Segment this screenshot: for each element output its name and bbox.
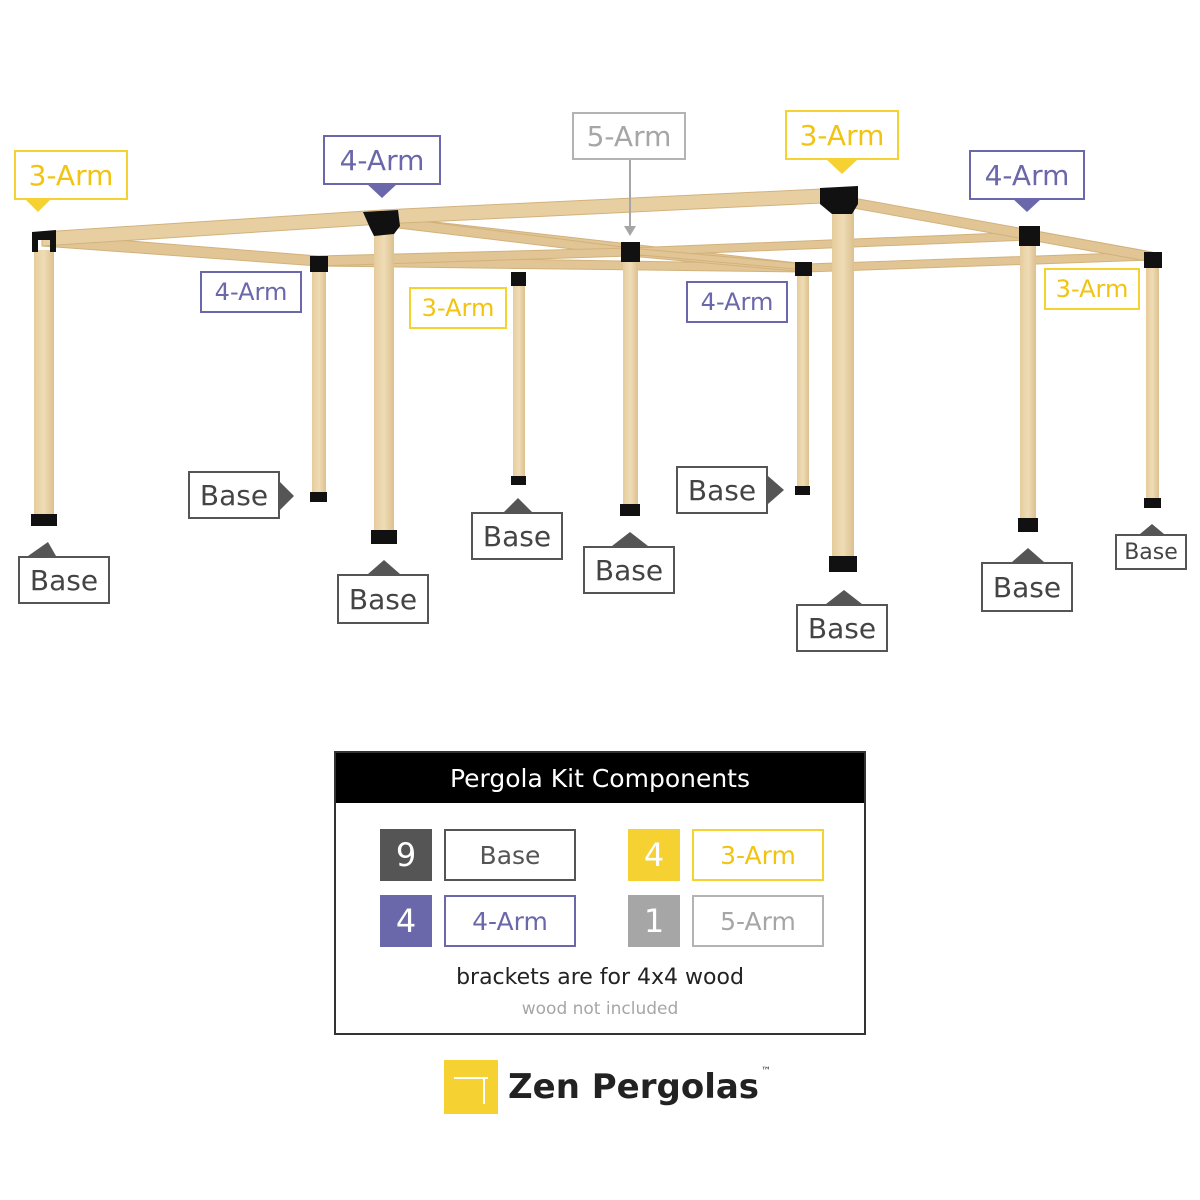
label-4arm-top-right: 4-Arm (969, 150, 1085, 200)
pointer-base-5 (612, 532, 648, 546)
label-pointers (24, 160, 1164, 604)
post-mid-1 (623, 258, 638, 508)
pointer-base-9 (1140, 524, 1164, 534)
panel-title: Pergola Kit Components (336, 753, 864, 803)
label-3arm-back-mid: 3-Arm (409, 287, 507, 329)
bracket-4arm-2 (1019, 226, 1040, 246)
kit-components-panel: Pergola Kit Components 9 Base 4 3-Arm 4 … (334, 751, 866, 1035)
bracket-logo-icon (444, 1060, 498, 1114)
label-base-5: Base (583, 546, 675, 594)
component-4arm: 4-Arm (444, 895, 576, 947)
bracket-5arm (621, 242, 640, 262)
beam-front-right (381, 187, 843, 225)
label-base-6: Base (676, 466, 768, 514)
base-bracket-5 (620, 504, 640, 516)
middle-posts (623, 242, 1036, 520)
front-beams (41, 187, 843, 247)
pointer-base-4 (504, 498, 532, 512)
bracket-4arm-4 (795, 262, 812, 276)
label-base-8: Base (981, 562, 1073, 612)
component-5arm: 5-Arm (692, 895, 824, 947)
count-base: 9 (380, 829, 432, 881)
back-posts (312, 258, 1159, 502)
pointer-base-7 (826, 590, 862, 604)
base-bracket-1 (31, 514, 57, 526)
count-4arm: 4 (380, 895, 432, 947)
label-4arm-back-mid-right: 4-Arm (686, 281, 788, 323)
pointer-3arm-2 (827, 160, 857, 174)
pointer-base-6 (768, 476, 784, 504)
post-front-1 (34, 250, 54, 518)
pergola-diagram: 3-Arm 4-Arm 5-Arm 3-Arm 4-Arm 4-Arm 3-Ar… (14, 110, 1187, 652)
pergola-drawing (24, 160, 1164, 604)
component-base: Base (444, 829, 576, 881)
trademark-symbol: ™ (761, 1066, 772, 1077)
base-bracket-3 (371, 530, 397, 544)
count-5arm: 1 (628, 895, 680, 947)
post-back-1 (312, 262, 326, 498)
bracket-3arm-1 (32, 230, 56, 252)
label-4arm-top-mid-left: 4-Arm (323, 135, 441, 185)
wood-size-note: brackets are for 4x4 wood (456, 965, 744, 990)
wood-not-included-note: wood not included (521, 999, 679, 1019)
label-3arm-top-left: 3-Arm (14, 150, 128, 200)
post-back-2 (513, 280, 525, 480)
base-bracket-6 (795, 486, 810, 495)
front-posts (34, 202, 854, 558)
post-front-3 (832, 202, 854, 558)
beam-mid (629, 231, 1029, 257)
bracket-4arm-1 (363, 210, 400, 236)
pointer-4arm-1 (367, 184, 397, 198)
count-3arm: 4 (628, 829, 680, 881)
brand-logo: Zen Pergolas ™ (444, 1060, 771, 1114)
pointer-3arm-1 (24, 198, 52, 212)
label-base-3: Base (337, 574, 429, 624)
label-base-4: Base (471, 512, 563, 560)
bracket-4arm-3 (310, 256, 328, 272)
label-base-7: Base (796, 604, 888, 652)
brand-name: Zen Pergolas (508, 1067, 760, 1107)
post-back-4 (1146, 258, 1159, 502)
component-3arm: 3-Arm (692, 829, 824, 881)
label-base-9: Base (1115, 534, 1187, 570)
label-3arm-top-mid-right: 3-Arm (785, 110, 899, 160)
label-4arm-back-left: 4-Arm (200, 271, 302, 313)
beam-front-left (41, 209, 383, 247)
pointer-base-8 (1012, 548, 1044, 562)
pointer-5arm-head (624, 226, 636, 236)
beam-right-side (841, 195, 1153, 263)
post-front-2 (374, 226, 394, 532)
pointer-base-3 (368, 560, 400, 574)
base-bracket-9 (1144, 498, 1161, 508)
post-mid-2 (1020, 242, 1036, 520)
bracket-3arm-2 (820, 186, 858, 214)
top-brackets (32, 186, 1162, 286)
label-3arm-back-right: 3-Arm (1044, 268, 1140, 310)
base-bracket-8 (1018, 518, 1038, 532)
base-brackets (31, 476, 1161, 572)
label-base-2: Base (188, 471, 280, 519)
base-bracket-4 (511, 476, 526, 485)
bracket-3arm-4 (1144, 252, 1162, 268)
post-back-3 (797, 270, 809, 492)
base-bracket-2 (310, 492, 327, 502)
pointer-4arm-2 (1012, 198, 1042, 212)
bracket-3arm-3 (511, 272, 526, 286)
pointer-base-2 (280, 482, 294, 510)
base-bracket-7 (829, 556, 857, 572)
pointer-base-1 (28, 542, 56, 556)
label-base-1: Base (18, 556, 110, 604)
label-5arm-top-center: 5-Arm (572, 112, 686, 160)
